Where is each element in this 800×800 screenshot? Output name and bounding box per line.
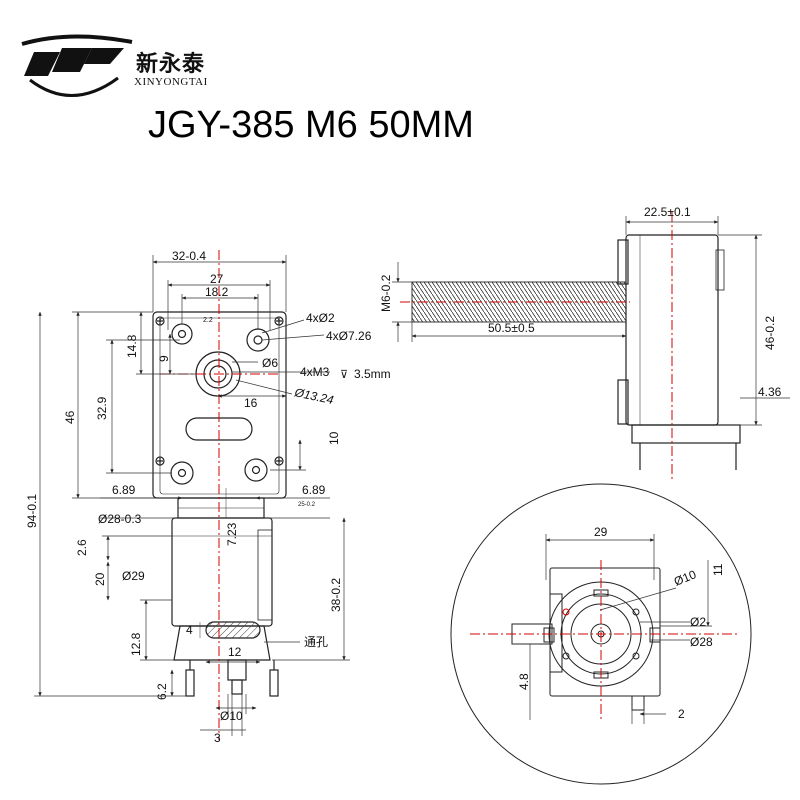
page-title: JGY-385 M6 50MM xyxy=(148,104,474,146)
callout-thread-depth: 3.5mm xyxy=(354,367,391,381)
dim-left-6-89: 6.89 xyxy=(112,483,136,497)
xyt-winged-logo-icon xyxy=(21,34,133,97)
dim-10: 10 xyxy=(327,431,341,445)
brand-name-cn: 新永泰 xyxy=(136,52,206,77)
dim-screw-length: 50.5±0.5 xyxy=(488,321,535,335)
dim-14-8: 14.8 xyxy=(125,334,139,358)
side-center-lines xyxy=(400,212,673,480)
dim-overall-width: 32-0.4 xyxy=(172,249,206,263)
dim-3: 3 xyxy=(214,731,221,745)
front-view-labels: 32-0.4 27 18.2 2.2 14.8 9 46 32.9 16 10 … xyxy=(25,249,391,745)
dim-side-width: 22.5±0.1 xyxy=(644,205,691,219)
dim-12: 12 xyxy=(228,645,242,659)
dim-16: 16 xyxy=(244,396,258,410)
corner-screw-icon xyxy=(274,316,284,326)
dim-height-46: 46 xyxy=(63,410,77,424)
thread-depth-icon: ⊽ xyxy=(340,369,348,381)
dim-detail-11: 11 xyxy=(711,563,725,576)
side-view-labels: 22.5±0.1 M6-0.2 50.5±0.5 46-0.2 4.36 xyxy=(379,205,782,399)
dim-detail-dia-10: Ø10 xyxy=(672,567,699,589)
dim-20: 20 xyxy=(93,572,107,586)
dim-7-23: 7.23 xyxy=(225,522,239,546)
dim-small-2-2: 2.2 xyxy=(203,317,213,324)
dim-hole-span-inner: 18.2 xyxy=(205,285,229,299)
dim-side-height: 46-0.2 xyxy=(763,316,777,350)
dim-detail-dia-28: Ø28 xyxy=(690,635,713,649)
dim-boss-dia: Ø10 xyxy=(220,709,243,723)
corner-screw-icon xyxy=(155,316,165,326)
dim-small-25: 25-0.2 xyxy=(298,502,316,508)
dim-neck-dia: Ø28-0.3 xyxy=(98,512,142,526)
dim-motor-dia: Ø29 xyxy=(122,569,145,583)
corner-screw-icon xyxy=(155,456,165,466)
dim-detail-width: 29 xyxy=(594,525,608,539)
dim-2-6: 2.6 xyxy=(75,539,89,556)
dim-12-8: 12.8 xyxy=(129,632,143,656)
callout-thread: 4xM3 xyxy=(300,365,330,379)
dim-right-6-89: 6.89 xyxy=(302,483,326,497)
dim-hole-span-outer: 27 xyxy=(210,272,224,286)
callout-hole-7-26: 4xØ7.26 xyxy=(326,329,372,343)
dim-total-94: 94-0.1 xyxy=(25,494,39,528)
corner-screw-icon xyxy=(274,456,284,466)
front-center-lines xyxy=(160,250,280,740)
side-dimension-lines xyxy=(392,216,790,426)
dim-detail-dia-2: Ø2 xyxy=(690,615,706,629)
dim-6-2: 6.2 xyxy=(155,683,169,700)
front-dimension-lines xyxy=(34,255,350,736)
dim-9: 9 xyxy=(157,355,171,362)
dim-height-32-9: 32.9 xyxy=(95,396,109,420)
dim-detail-4-8: 4.8 xyxy=(517,673,531,690)
callout-hole-2: 4xØ2 xyxy=(306,311,335,325)
brand-name-en: XINYONGTAI xyxy=(134,76,208,88)
dim-screw: M6-0.2 xyxy=(379,274,393,312)
callout-circle-13-24: Ø13.24 xyxy=(292,385,335,407)
label-through-hole: 通孔 xyxy=(304,635,328,649)
detail-view-labels: 29 Ø10 11 Ø2 Ø28 4.8 2 xyxy=(517,525,725,721)
detail-center-lines xyxy=(470,560,740,720)
callout-shaft-6: Ø6 xyxy=(262,356,278,370)
detail-dimension-lines xyxy=(512,534,712,724)
dim-detail-2: 2 xyxy=(678,707,685,721)
side-view xyxy=(411,234,741,470)
dim-side-offset: 4.36 xyxy=(758,385,782,399)
dim-4: 4 xyxy=(186,623,193,637)
dim-motor-length: 38-0.2 xyxy=(329,578,343,612)
